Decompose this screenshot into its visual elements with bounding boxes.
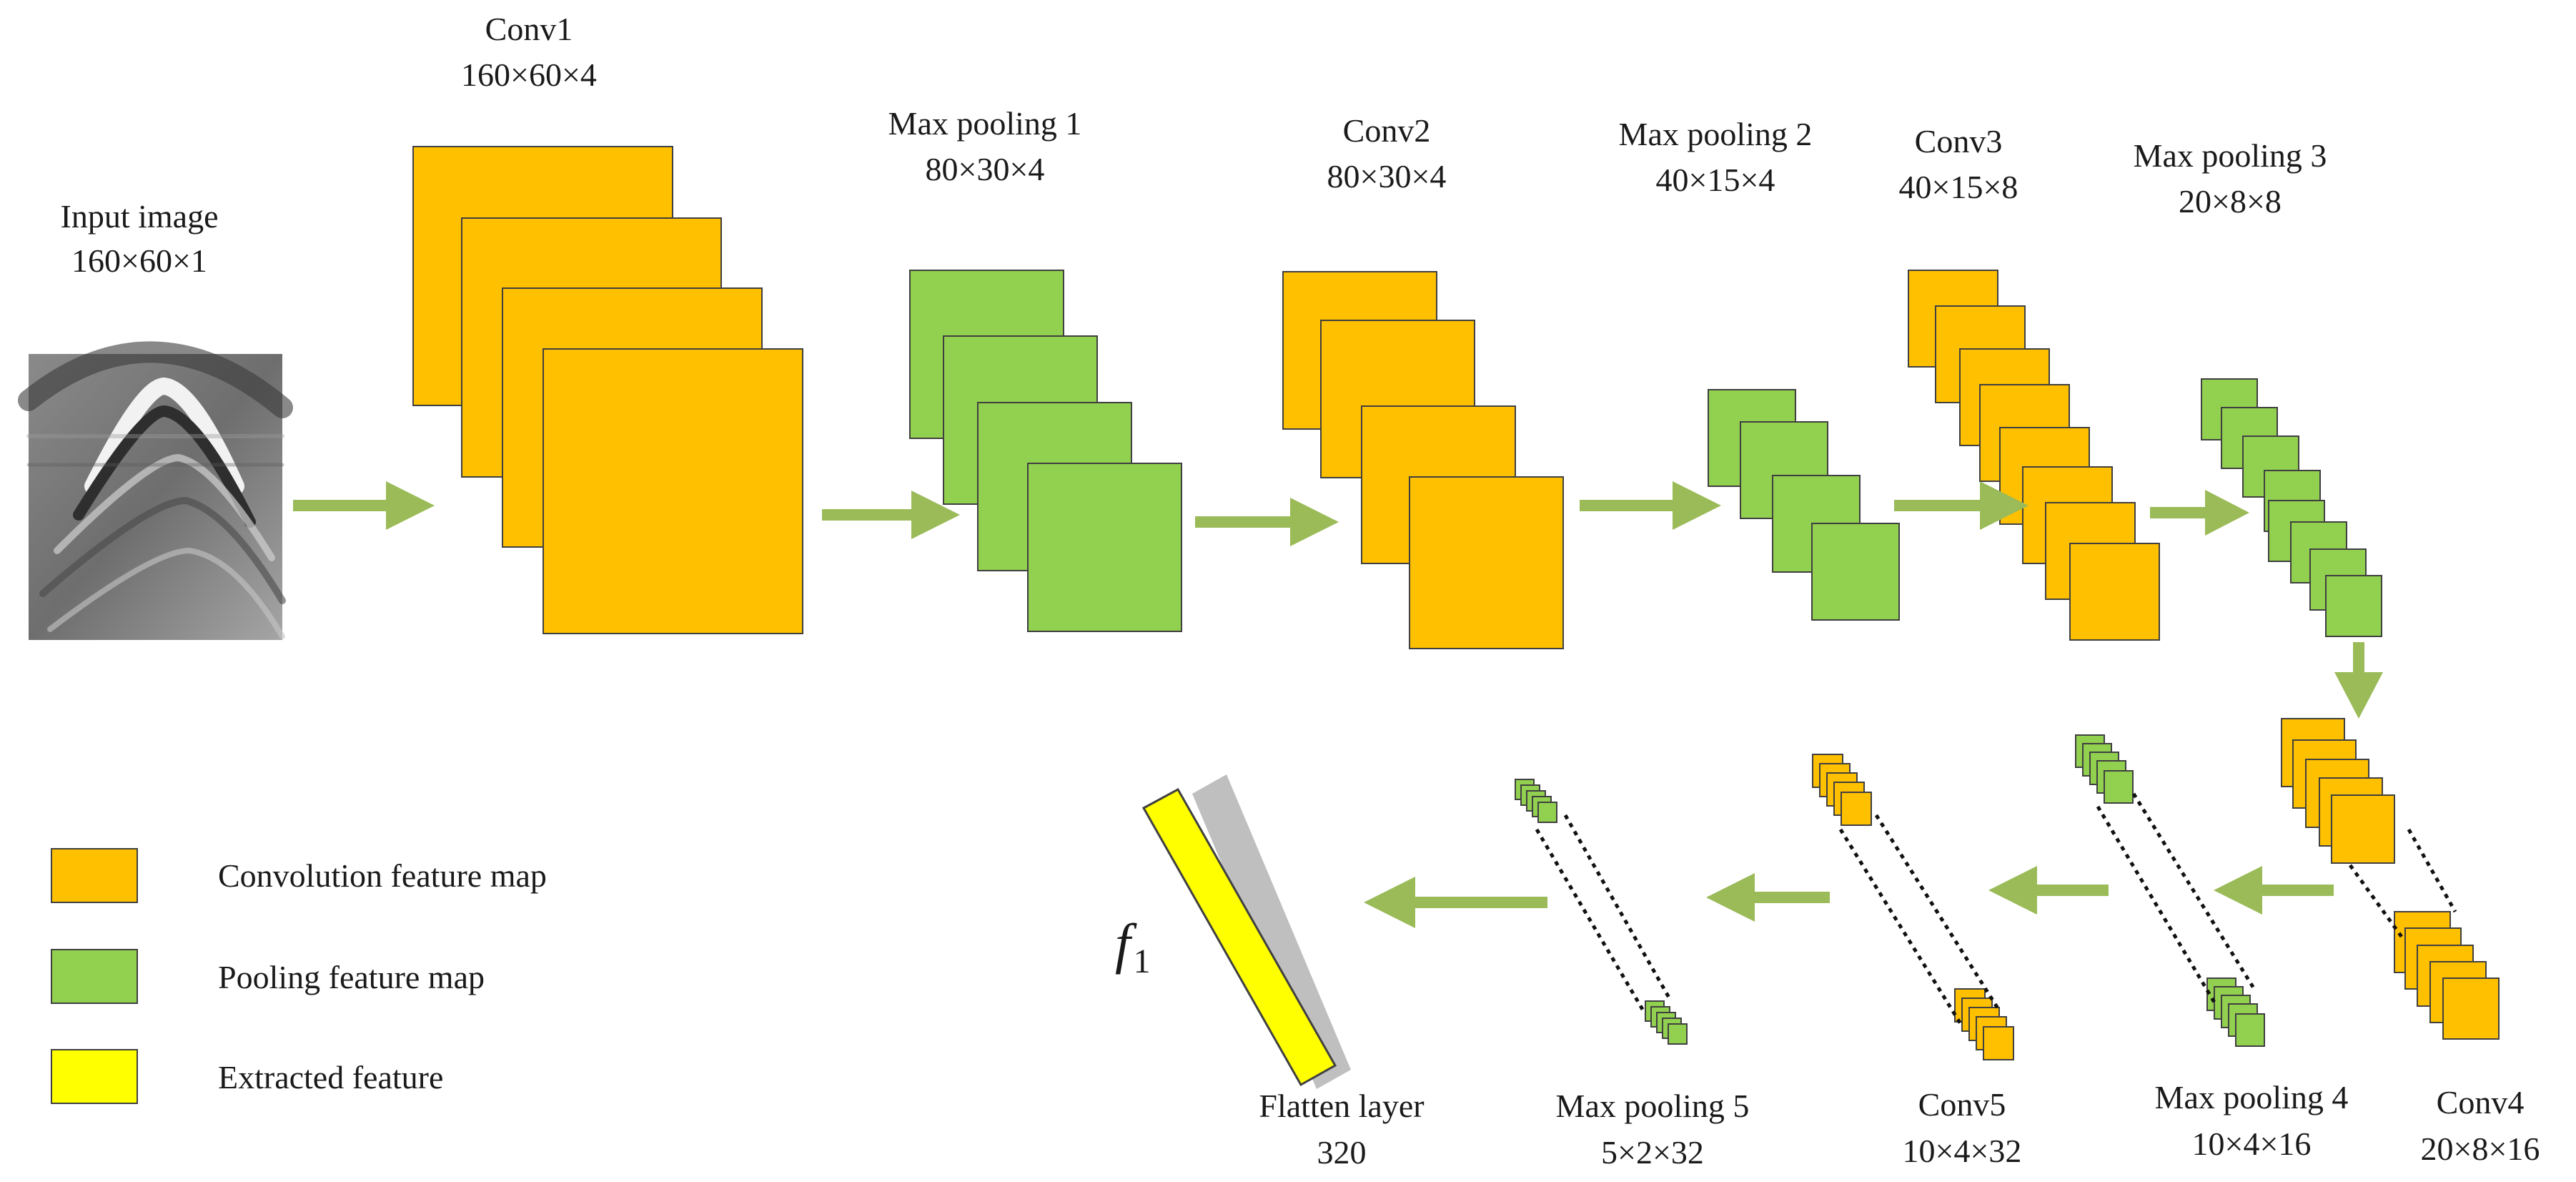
conv5-continuation-dots	[1838, 814, 2000, 1028]
legend: Convolution feature map Pooling feature …	[51, 848, 547, 1104]
input-image-title: Input image	[61, 198, 219, 235]
input-image-dims: 160×60×1	[71, 242, 207, 279]
conv4-title: Conv4	[2437, 1084, 2525, 1121]
arrow-input-to-conv1	[293, 481, 435, 530]
conv3-feature-maps	[1908, 270, 2160, 641]
conv2-title: Conv2	[1343, 112, 1431, 149]
feature-symbol: f1	[1115, 912, 1151, 980]
pool3-feature-maps	[2201, 378, 2382, 637]
pool3-title: Max pooling 3	[2134, 137, 2327, 174]
pool3-dims: 20×8×8	[2179, 183, 2282, 220]
arrow-conv5-to-pool5	[1706, 873, 1830, 922]
pool5-continuation-dots	[1535, 814, 1671, 1013]
conv2-dims: 80×30×4	[1327, 158, 1447, 194]
pool4-continuation-dots	[2096, 792, 2257, 1006]
conv1-title: Conv1	[485, 11, 573, 47]
pool1-dims: 80×30×4	[926, 151, 1045, 187]
flatten-dims: 320	[1317, 1134, 1367, 1171]
arrow-conv4-to-pool4	[2214, 866, 2334, 915]
feature-symbol-subscript: 1	[1134, 942, 1151, 980]
conv4-dims: 20×8×16	[2421, 1131, 2540, 1167]
conv4-continuation-dots	[2348, 828, 2457, 938]
conv5-title: Conv5	[1918, 1086, 2006, 1123]
conv1-dims: 160×60×4	[461, 56, 597, 93]
arrow-pool5-to-flatten	[1364, 877, 1547, 928]
pool5-dims: 5×2×32	[1601, 1134, 1704, 1171]
input-image	[18, 341, 293, 640]
pool4-feature-maps	[2075, 734, 2265, 1047]
conv5-feature-maps	[1812, 754, 2014, 1060]
pool5-feature-maps	[1515, 779, 1688, 1045]
pool5-title: Max pooling 5	[1556, 1088, 1750, 1124]
conv3-dims: 40×15×8	[1899, 169, 2018, 205]
flatten-title: Flatten layer	[1259, 1088, 1424, 1124]
conv4-feature-maps-front	[2281, 718, 2395, 864]
legend-label-convolution: Convolution feature map	[218, 857, 547, 894]
legend-swatch-extracted	[51, 1049, 138, 1104]
conv5-dims: 10×4×32	[1903, 1133, 2022, 1169]
pool2-title: Max pooling 2	[1619, 116, 1813, 152]
pool1-feature-maps	[909, 270, 1182, 632]
conv1-feature-maps	[412, 146, 803, 634]
conv4-feature-maps-back	[2394, 911, 2500, 1040]
arrow-pool3-to-conv4	[2334, 642, 2383, 719]
conv2-feature-maps	[1282, 271, 1564, 649]
pool2-dims: 40×15×4	[1656, 162, 1775, 198]
arrow-pool2-to-conv3	[1894, 481, 2028, 530]
legend-swatch-convolution	[51, 848, 138, 903]
legend-swatch-pooling	[51, 949, 138, 1004]
arrow-pool1-to-conv2	[1195, 498, 1339, 546]
arrow-conv3-to-pool3	[2150, 490, 2249, 536]
pool4-dims: 10×4×16	[2192, 1126, 2312, 1162]
legend-label-pooling: Pooling feature map	[218, 959, 485, 995]
conv3-title: Conv3	[1915, 123, 2003, 159]
pool2-feature-maps	[1708, 389, 1900, 621]
arrow-conv1-to-pool1	[822, 491, 960, 539]
pool1-title: Max pooling 1	[888, 105, 1082, 142]
flatten-layer-bar	[1141, 774, 1351, 1089]
arrow-conv2-to-pool2	[1580, 481, 1721, 530]
legend-label-extracted: Extracted feature	[218, 1059, 443, 1095]
arrow-pool4-to-conv5	[1988, 866, 2109, 915]
pool4-title: Max pooling 4	[2155, 1079, 2349, 1115]
